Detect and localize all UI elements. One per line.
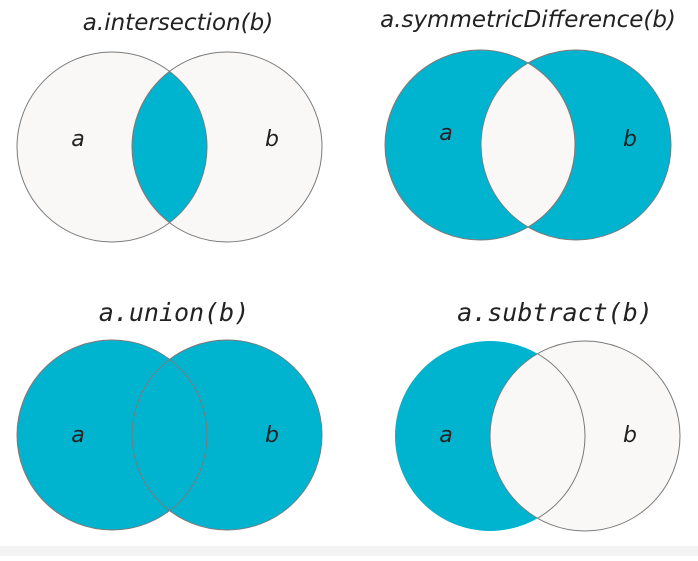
- subtract-panel: a.subtract(b) a b: [395, 298, 681, 532]
- union-panel: a.union(b) a b: [16, 298, 323, 531]
- set-a-outline: [16, 339, 208, 531]
- intersection-panel: a.intersection(b) a b: [16, 10, 323, 243]
- panel-title: a.symmetricDifference(b): [380, 7, 676, 33]
- set-b-label: b: [623, 127, 637, 152]
- panel-title: a.subtract(b): [457, 298, 653, 327]
- set-a-label: a: [439, 423, 452, 448]
- panel-title: a.intersection(b): [83, 10, 273, 36]
- set-b-label: b: [265, 423, 279, 448]
- set-a-label: a: [439, 121, 452, 146]
- symmetric-difference-panel: a.symmetricDifference(b) a b: [380, 7, 676, 241]
- intersection-region: [481, 50, 575, 240]
- intersection-region: [132, 52, 207, 242]
- bottom-strip: [0, 546, 698, 556]
- set-a-label: a: [71, 127, 84, 152]
- set-b-label: b: [265, 127, 279, 152]
- set-a-outline: [16, 51, 208, 243]
- set-b-label: b: [623, 423, 637, 448]
- set-a-outline: [384, 49, 576, 241]
- set-b-outline: [480, 49, 672, 241]
- set-b-circle: [132, 340, 322, 530]
- set-a-outline: [490, 341, 586, 531]
- set-b-outline: [131, 339, 323, 531]
- set-b-outline: [489, 340, 681, 532]
- panel-title: a.union(b): [99, 298, 250, 327]
- set-a-label: a: [71, 423, 84, 448]
- set-b-outline: [131, 51, 323, 243]
